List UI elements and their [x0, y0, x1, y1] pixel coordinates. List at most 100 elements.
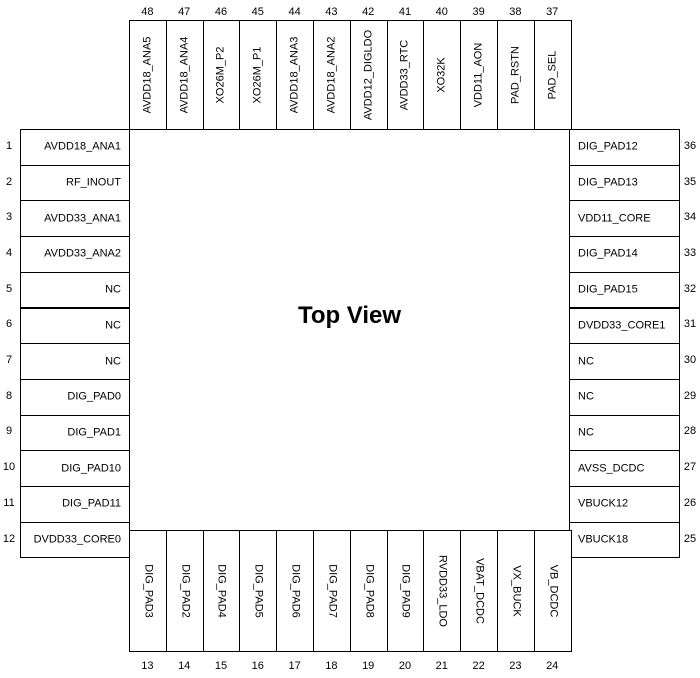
pin-number: 42 [362, 6, 375, 18]
pin-box: DIG_PAD7 [313, 530, 351, 652]
pin-label: VB_DCDC [547, 564, 560, 618]
pin-label: NC [105, 319, 121, 332]
pin-box: XO32K [423, 20, 462, 130]
pin-box: DIG_PAD14 [569, 236, 680, 273]
pin-number: 11 [3, 496, 15, 509]
pin-box: RF_INOUT [20, 164, 130, 202]
pin-box: NC [20, 343, 130, 380]
pin-number: 19 [362, 660, 375, 672]
pin-label: DIG_PAD10 [61, 462, 121, 475]
pin-number: 48 [141, 6, 154, 18]
pin-number: 46 [214, 6, 228, 18]
pin-number: 39 [472, 6, 485, 18]
pin-box: AVSS_DCDC [569, 450, 680, 487]
pin-number: 20 [398, 660, 412, 672]
pin-label: VDD11_AON [472, 42, 485, 108]
pin-box: DIG_PAD2 [165, 530, 204, 652]
pin-number: 2 [5, 175, 13, 188]
pin-label: DIG_PAD12 [578, 140, 638, 153]
pin-label: AVDD18_ANA5 [141, 36, 154, 114]
pin-box: NC [569, 378, 680, 416]
pin-number: 37 [546, 6, 559, 18]
pin-box: NC [20, 271, 130, 309]
pin-label: AVDD18_ANA3 [288, 36, 301, 114]
pin-label: AVDD18_ANA2 [325, 36, 338, 114]
pin-number: 21 [435, 660, 448, 672]
pin-label: DIG_PAD8 [363, 564, 376, 618]
pin-label: NC [578, 390, 594, 403]
pin-number: 45 [251, 6, 264, 18]
pin-number: 35 [683, 175, 697, 188]
pin-number: 27 [683, 461, 697, 474]
pin-box: AVDD18_ANA4 [165, 20, 204, 130]
pin-label: XO26M_P2 [214, 46, 227, 104]
pin-label: AVDD33_ANA2 [44, 247, 121, 260]
pin-number: 9 [5, 425, 13, 438]
pin-box: DIG_PAD3 [129, 530, 167, 652]
pin-label: DIG_PAD6 [289, 564, 302, 618]
pin-box: DVDD33_CORE1 [569, 307, 680, 345]
pin-label: NC [105, 355, 121, 368]
pin-number: 31 [683, 318, 697, 331]
pin-number: 7 [5, 354, 13, 367]
pin-label: AVDD18_ANA1 [44, 140, 121, 153]
pin-label: AVDD18_ANA4 [178, 36, 191, 114]
pin-box: DIG_PAD15 [569, 271, 680, 309]
pin-box: VBUCK18 [569, 521, 680, 559]
pin-number: 6 [5, 318, 13, 331]
pin-number: 30 [683, 354, 697, 367]
pin-number: 40 [435, 6, 448, 18]
pin-number: 13 [141, 660, 154, 672]
pin-box: VDD11_CORE [569, 200, 680, 238]
pin-label: DIG_PAD14 [578, 247, 638, 260]
pin-label: NC [578, 355, 594, 368]
pin-number: 25 [683, 532, 697, 545]
pin-box: AVDD18_ANA5 [129, 20, 167, 130]
pin-label: DIG_PAD3 [142, 564, 155, 618]
pin-box: NC [569, 343, 680, 380]
pin-number: 38 [509, 6, 522, 18]
pin-label: DIG_PAD11 [62, 497, 121, 510]
pin-label: NC [578, 426, 594, 439]
pin-number: 47 [178, 6, 191, 18]
pin-label: XO26M_P1 [251, 46, 264, 104]
pin-label: DIG_PAD0 [67, 390, 121, 403]
pin-box: DIG_PAD11 [20, 486, 130, 523]
pin-box: AVDD18_ANA3 [276, 20, 314, 130]
pin-number: 3 [5, 211, 13, 224]
pin-box: DIG_PAD9 [386, 530, 425, 652]
pin-label: VBUCK18 [578, 533, 629, 546]
pin-number: 34 [683, 211, 697, 224]
pin-number: 1 [5, 139, 13, 152]
pin-box: NC [20, 307, 130, 345]
pin-number: 24 [546, 660, 559, 672]
pin-label: DIG_PAD4 [215, 564, 228, 618]
pin-box: XO26M_P2 [202, 20, 241, 130]
chip-body: Top View [129, 129, 570, 531]
pin-number: 4 [5, 246, 13, 259]
pin-label: DIG_PAD15 [578, 283, 638, 296]
pin-box: VBAT_DCDC [460, 530, 498, 652]
pin-label: AVDD33_ANA1 [44, 212, 121, 225]
pin-number: 22 [472, 660, 485, 672]
pin-box: DIG_PAD4 [202, 530, 241, 652]
pin-box: DIG_PAD8 [349, 530, 388, 652]
pin-label: VBUCK12 [578, 497, 629, 510]
pin-label: XO32K [435, 57, 448, 93]
pin-number: 18 [325, 660, 338, 672]
pin-number: 26 [683, 496, 697, 509]
pin-box: DIG_PAD13 [569, 164, 680, 202]
pin-box: DIG_PAD1 [20, 414, 130, 452]
pin-number: 10 [2, 461, 16, 474]
pin-label: DIG_PAD5 [252, 564, 265, 618]
pin-label: AVDD33_RTC [398, 39, 411, 111]
pin-box: VX_BUCK [497, 530, 535, 652]
pin-label: DIG_PAD9 [399, 564, 412, 618]
pin-label: PAD_RSTN [509, 46, 522, 104]
pin-number: 14 [178, 660, 191, 672]
pin-label: VX_BUCK [510, 565, 523, 617]
pin-box: AVDD18_ANA1 [20, 129, 130, 166]
pin-label: DVDD33_CORE0 [33, 533, 121, 546]
pin-box: DIG_PAD5 [239, 530, 278, 652]
